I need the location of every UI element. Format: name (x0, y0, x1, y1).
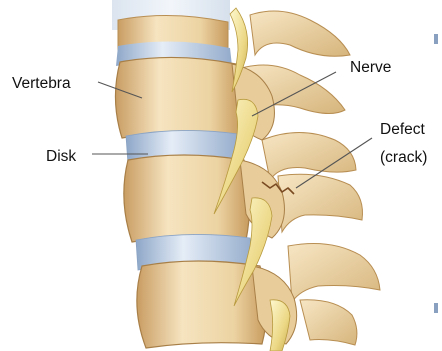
edge-mark-top (434, 34, 438, 44)
label-defect: Defect (380, 121, 425, 138)
label-crack: (crack) (380, 149, 427, 166)
label-nerve: Nerve (350, 59, 391, 76)
vertebra-1 (115, 57, 241, 138)
label-disk: Disk (46, 148, 76, 165)
label-vertebra: Vertebra (12, 75, 71, 92)
edge-mark-bottom (434, 303, 438, 313)
